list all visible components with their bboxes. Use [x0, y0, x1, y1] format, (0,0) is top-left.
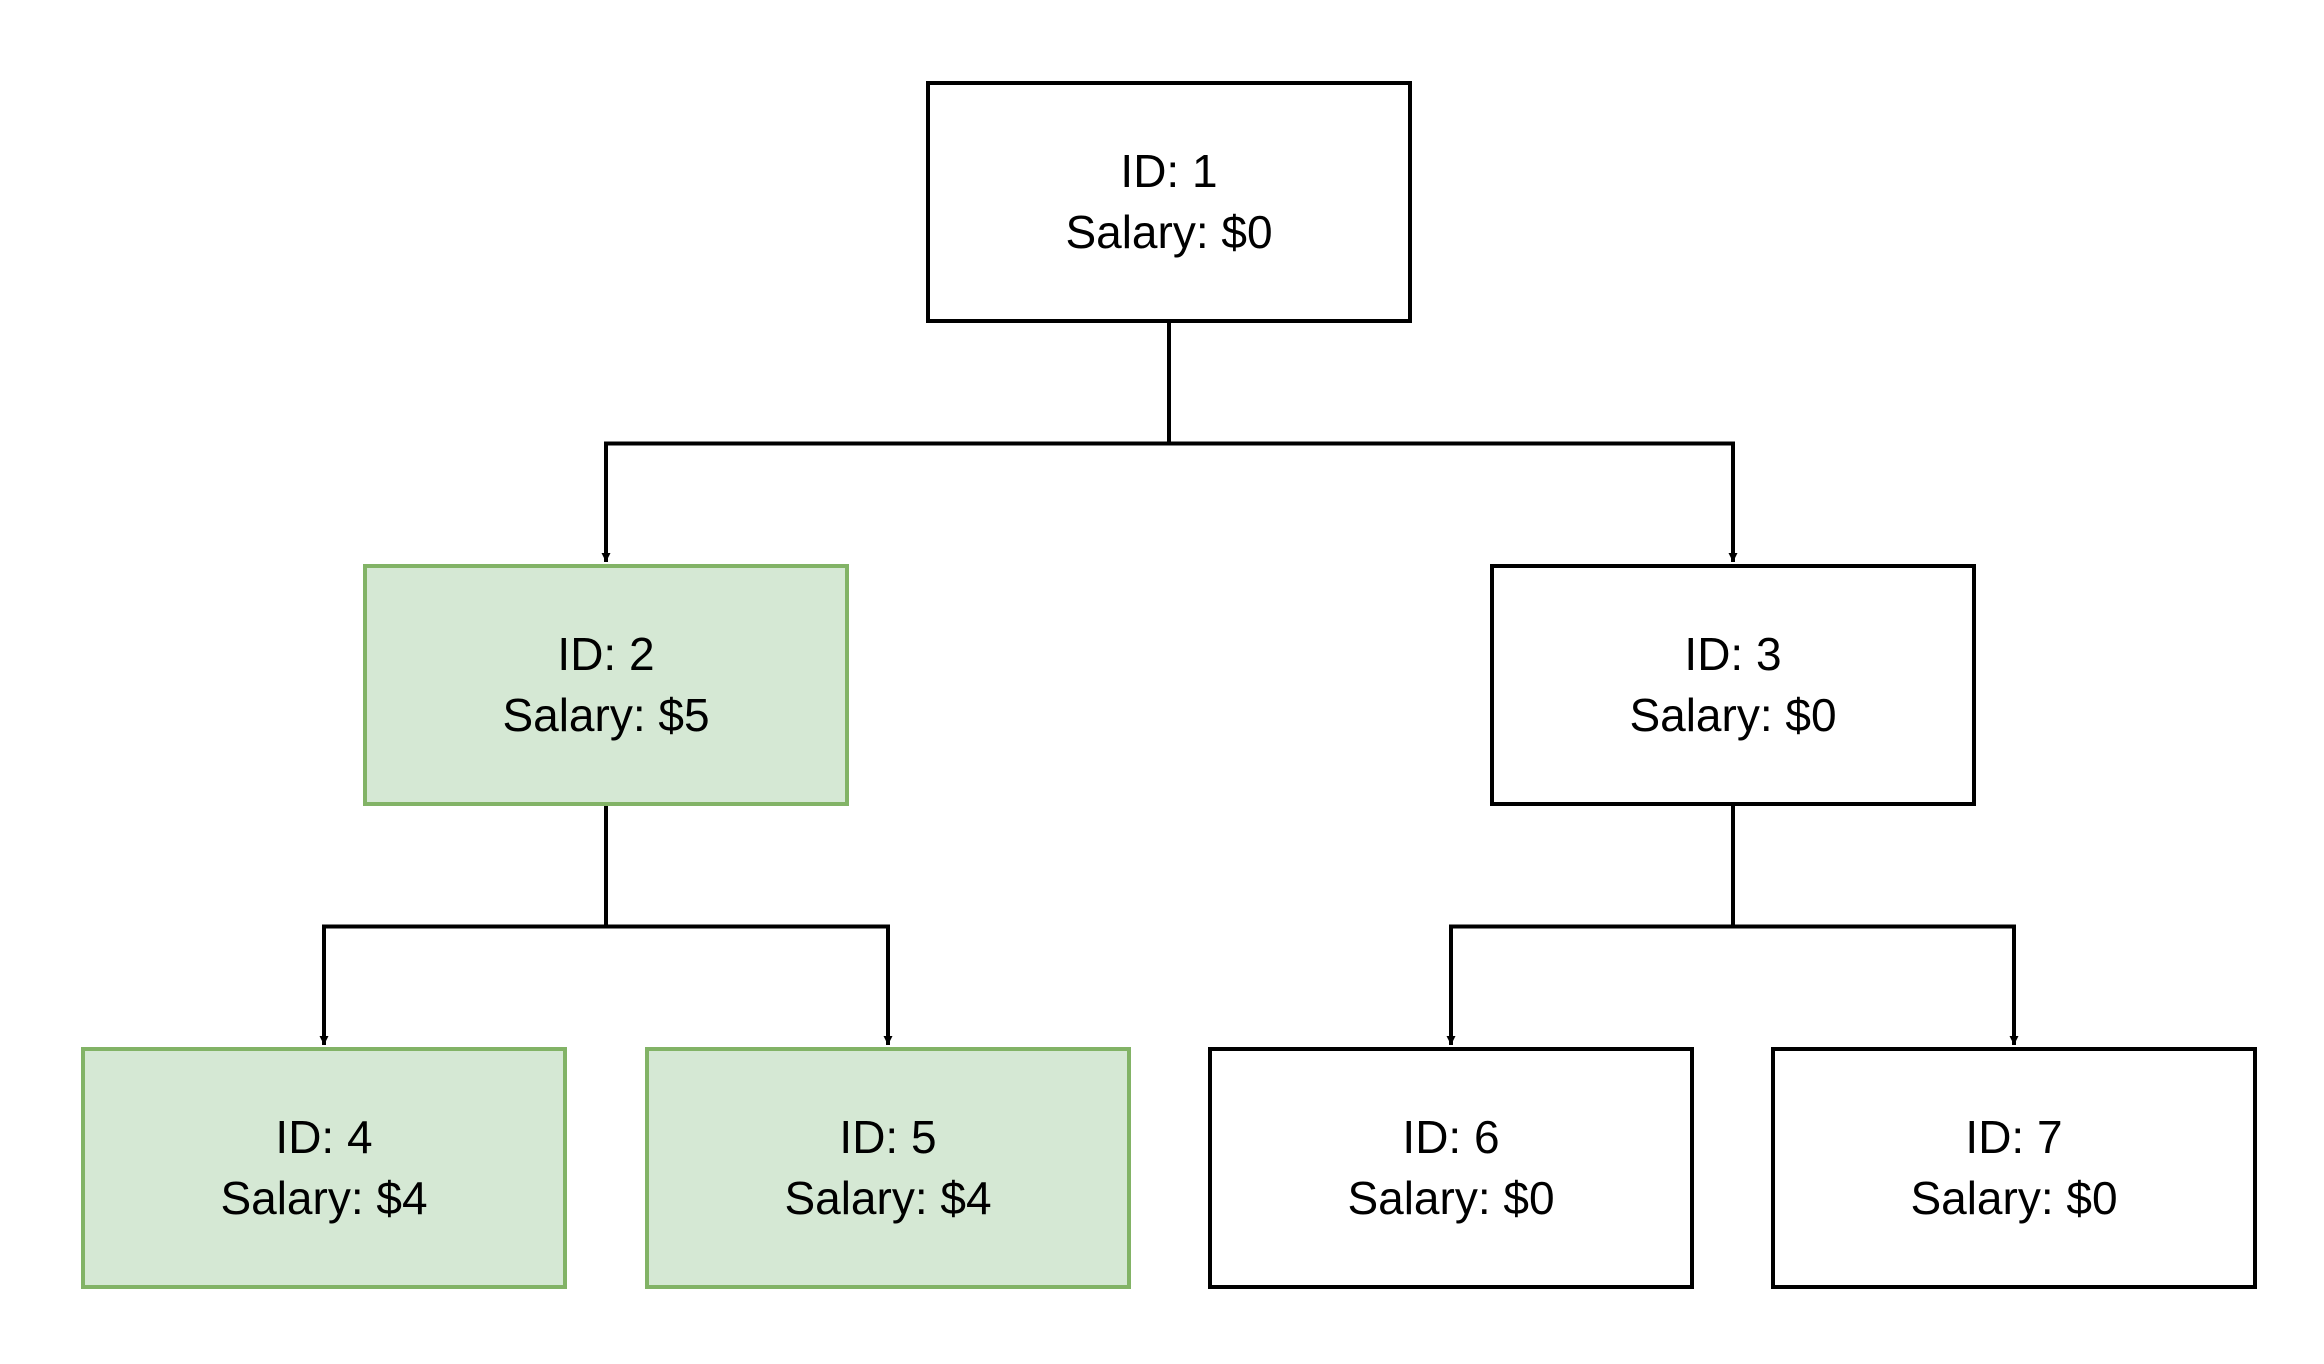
- edge-arrow: [1733, 924, 2019, 1045]
- node-id-label: ID: 2: [557, 628, 655, 680]
- node-id-label: ID: 6: [1402, 1111, 1500, 1163]
- node-id-4: ID: 4 Salary: $4: [81, 1047, 567, 1289]
- node-id-3: ID: 3 Salary: $0: [1490, 564, 1976, 806]
- edge-arrow: [606, 924, 893, 1045]
- node-id-7: ID: 7 Salary: $0: [1771, 1047, 2257, 1289]
- node-salary-label: Salary: $5: [502, 689, 710, 741]
- node-id-label: ID: 1: [1120, 145, 1218, 197]
- node-id-5: ID: 5 Salary: $4: [645, 1047, 1131, 1289]
- node-id-label: ID: 4: [275, 1111, 373, 1163]
- edge-arrow: [601, 441, 1169, 562]
- node-id-6: ID: 6 Salary: $0: [1208, 1047, 1694, 1289]
- node-salary-label: Salary: $4: [784, 1172, 992, 1224]
- node-id-1: ID: 1 Salary: $0: [926, 81, 1412, 323]
- edge-arrow: [1169, 441, 1738, 562]
- node-id-label: ID: 3: [1684, 628, 1782, 680]
- edge-arrow: [1446, 924, 1733, 1045]
- node-id-label: ID: 7: [1965, 1111, 2063, 1163]
- node-salary-label: Salary: $4: [220, 1172, 428, 1224]
- node-id-label: ID: 5: [839, 1111, 937, 1163]
- edge-arrow: [319, 924, 606, 1045]
- node-salary-label: Salary: $0: [1910, 1172, 2118, 1224]
- node-salary-label: Salary: $0: [1347, 1172, 1555, 1224]
- node-id-2: ID: 2 Salary: $5: [363, 564, 849, 806]
- node-salary-label: Salary: $0: [1065, 206, 1273, 258]
- node-salary-label: Salary: $0: [1629, 689, 1837, 741]
